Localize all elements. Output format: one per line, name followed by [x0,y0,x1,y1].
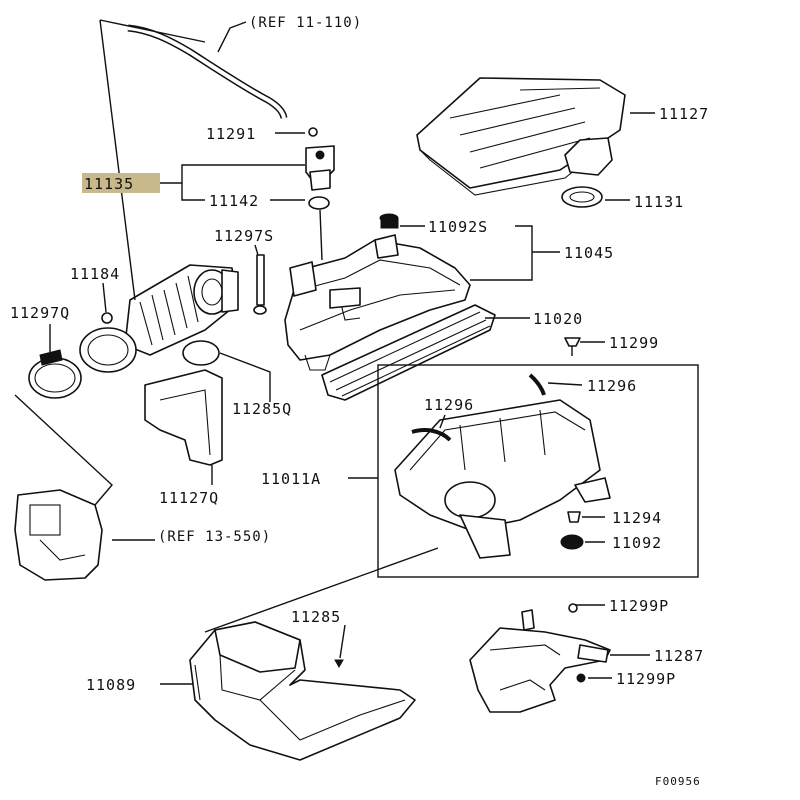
air-intake-duct [189,621,416,761]
sensor-assembly [305,127,335,261]
small-hose-pieces [411,373,546,442]
part-label-11184[interactable]: 11184 [70,265,120,283]
o-ring [182,340,220,366]
part-label-11011a[interactable]: 11011A [261,470,321,488]
part-label-11020[interactable]: 11020 [533,310,583,328]
part-label-11297q[interactable]: 11297Q [10,304,70,322]
part-label-11297s[interactable]: 11297S [214,227,274,245]
part-label-11127[interactable]: 11127 [659,105,709,123]
part-label-11135[interactable]: 11135 [84,175,134,193]
part-label-11285[interactable]: 11285 [291,608,341,626]
part-label-11285q[interactable]: 11285Q [232,400,292,418]
air-cleaner-case [284,234,471,371]
part-label-11287[interactable]: 11287 [654,647,704,665]
part-label-11127q[interactable]: 11127Q [159,489,219,507]
part-label-11092[interactable]: 11092 [612,534,662,552]
cover-duct [561,137,613,208]
part-label-11299p-lower[interactable]: 11299P [616,670,676,688]
part-label-11296-right[interactable]: 11296 [587,377,637,395]
part-label-11142[interactable]: 11142 [209,192,259,210]
throttle-body [14,489,103,581]
part-label-11296-left[interactable]: 11296 [424,396,474,414]
bracket [469,603,611,713]
resonator-duct [144,369,223,466]
highlight-11135 [82,173,160,193]
ref-label-11-110[interactable]: (REF 11-110) [249,15,362,31]
grommet-upper [379,213,399,229]
part-label-11294[interactable]: 11294 [612,509,662,527]
part-label-11299[interactable]: 11299 [609,334,659,352]
breather-hose [127,24,288,119]
part-label-11092s[interactable]: 11092S [428,218,488,236]
figure-code: F00956 [655,775,701,788]
air-cleaner-cover [416,77,626,196]
ref-label-13-550[interactable]: (REF 13-550) [158,529,271,545]
part-label-11045[interactable]: 11045 [564,244,614,262]
air-filter-element [321,304,496,401]
fasteners [560,337,584,550]
leader-lines [14,19,655,685]
hose-clamp [28,349,82,399]
part-label-11291[interactable]: 11291 [206,125,256,143]
part-label-11131[interactable]: 11131 [634,193,684,211]
part-label-11299p-upper[interactable]: 11299P [609,597,669,615]
clip-11297s [253,254,267,315]
part-label-11089[interactable]: 11089 [86,676,136,694]
lower-case-box [377,364,699,578]
intake-hose [79,264,239,373]
